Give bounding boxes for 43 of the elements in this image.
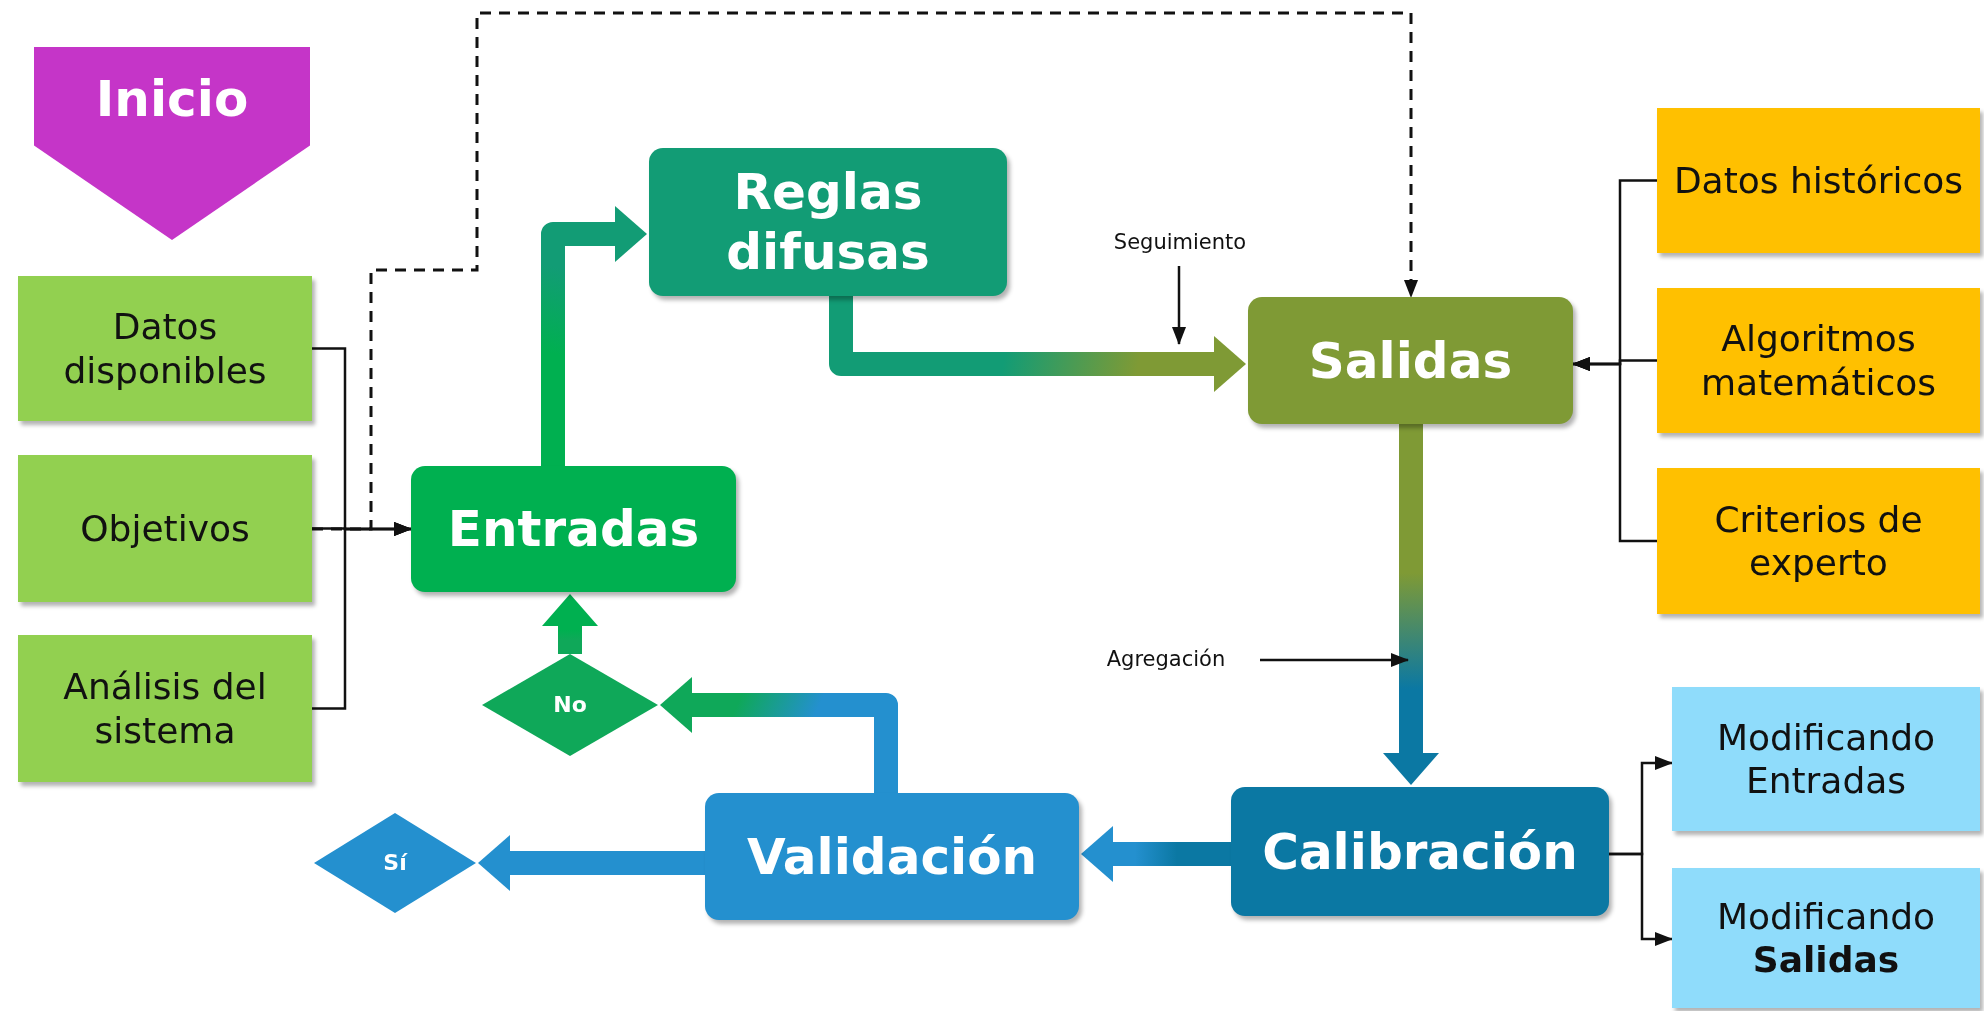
process-box: [649, 148, 1007, 296]
node-label: Modificando Salidas: [1715, 894, 1937, 982]
flow-arrow: [478, 835, 705, 891]
node-label: Datos históricos: [1673, 158, 1964, 203]
flow-arrow: [541, 206, 647, 466]
node-label: No: [553, 691, 587, 719]
input-box: [1657, 288, 1980, 433]
node-label: Análisis del sistema: [62, 665, 268, 752]
flow-arrow: [1081, 826, 1231, 882]
node-label: Calibración: [1262, 821, 1578, 882]
input-box: [1672, 687, 1980, 831]
connector-arrow: [1609, 852, 1673, 946]
input-box: [18, 635, 312, 782]
dashed-arrow: [312, 11, 1418, 531]
node-label: Sí: [383, 849, 407, 877]
input-box: [18, 455, 312, 602]
node-label: Inicio: [95, 69, 249, 129]
connector-arrow: [1172, 266, 1186, 345]
flow-arrow: [1383, 424, 1439, 785]
flow-arrow: [829, 296, 1246, 392]
input-box: [1672, 868, 1980, 1008]
process-box: [1248, 297, 1573, 424]
connector-arrow: [1260, 653, 1409, 667]
process-box: [411, 466, 736, 592]
node-label: Datos disponibles: [62, 305, 268, 392]
flow-arrow: [542, 594, 598, 654]
node-label: Entradas: [447, 499, 700, 559]
node-label: Modificando Entradas: [1715, 715, 1937, 803]
annotation-text: Seguimiento: [1113, 230, 1247, 256]
input-box: [1657, 468, 1980, 614]
annotation-text: Agregación: [1106, 647, 1226, 673]
node-label: Criterios de experto: [1713, 497, 1924, 585]
node-label: Algoritmos matemáticos: [1699, 317, 1938, 404]
process-box: [705, 793, 1079, 920]
process-box: [1231, 787, 1609, 916]
connector-arrow: [312, 522, 412, 710]
input-box: [1657, 108, 1980, 253]
node-label: Reglas difusas: [725, 162, 931, 282]
input-box: [18, 276, 312, 421]
connector-arrow: [1572, 357, 1657, 543]
node-label: Salidas: [1308, 330, 1513, 391]
node-label: Objetivos: [80, 506, 250, 551]
node-label: Validación: [746, 826, 1038, 887]
